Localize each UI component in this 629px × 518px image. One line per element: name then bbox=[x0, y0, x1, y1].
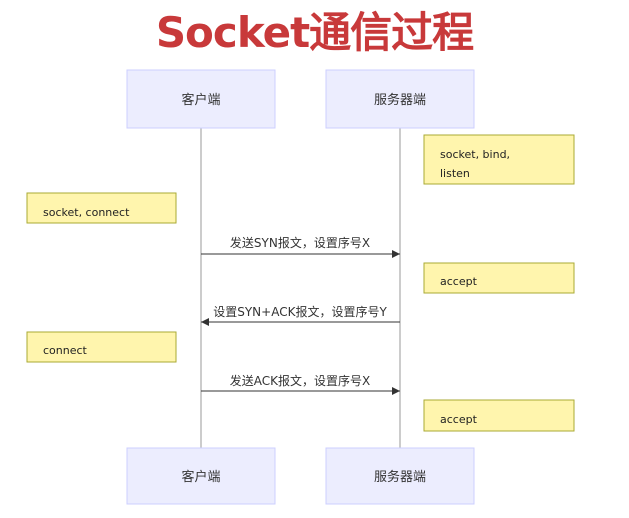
note-accept-second: accept bbox=[423, 399, 575, 432]
message-ack: 发送ACK报文，设置序号X bbox=[201, 373, 400, 395]
message-label: 发送ACK报文，设置序号X bbox=[230, 373, 370, 388]
note-connect: connect bbox=[26, 331, 177, 363]
note-line: socket, bind, bbox=[440, 148, 510, 161]
note-line: accept bbox=[440, 275, 478, 288]
message-label: 设置SYN+ACK报文，设置序号Y bbox=[213, 304, 387, 319]
message-label: 发送SYN报文，设置序号X bbox=[230, 235, 370, 250]
message-syn-ack: 设置SYN+ACK报文，设置序号Y bbox=[201, 304, 400, 326]
server-participant-bottom: 服务器端 bbox=[325, 447, 475, 505]
note-line: connect bbox=[43, 344, 88, 357]
note-line: accept bbox=[440, 413, 478, 426]
client-participant-label: 客户端 bbox=[181, 469, 220, 485]
diagram-title: Socket通信过程 bbox=[155, 8, 474, 57]
note-line: socket, connect bbox=[43, 206, 130, 219]
client-participant-label: 客户端 bbox=[181, 92, 220, 108]
note-line: listen bbox=[440, 167, 470, 180]
client-participant-bottom: 客户端 bbox=[126, 447, 276, 505]
note-socket-connect: socket, connect bbox=[26, 192, 177, 224]
note-socket-bind-listen: socket, bind, listen bbox=[423, 134, 575, 185]
server-participant-top: 服务器端 bbox=[325, 69, 475, 129]
message-syn: 发送SYN报文，设置序号X bbox=[201, 235, 400, 258]
client-participant-top: 客户端 bbox=[126, 69, 276, 129]
server-participant-label: 服务器端 bbox=[374, 92, 426, 108]
note-accept-first: accept bbox=[423, 262, 575, 294]
server-participant-label: 服务器端 bbox=[374, 469, 426, 485]
